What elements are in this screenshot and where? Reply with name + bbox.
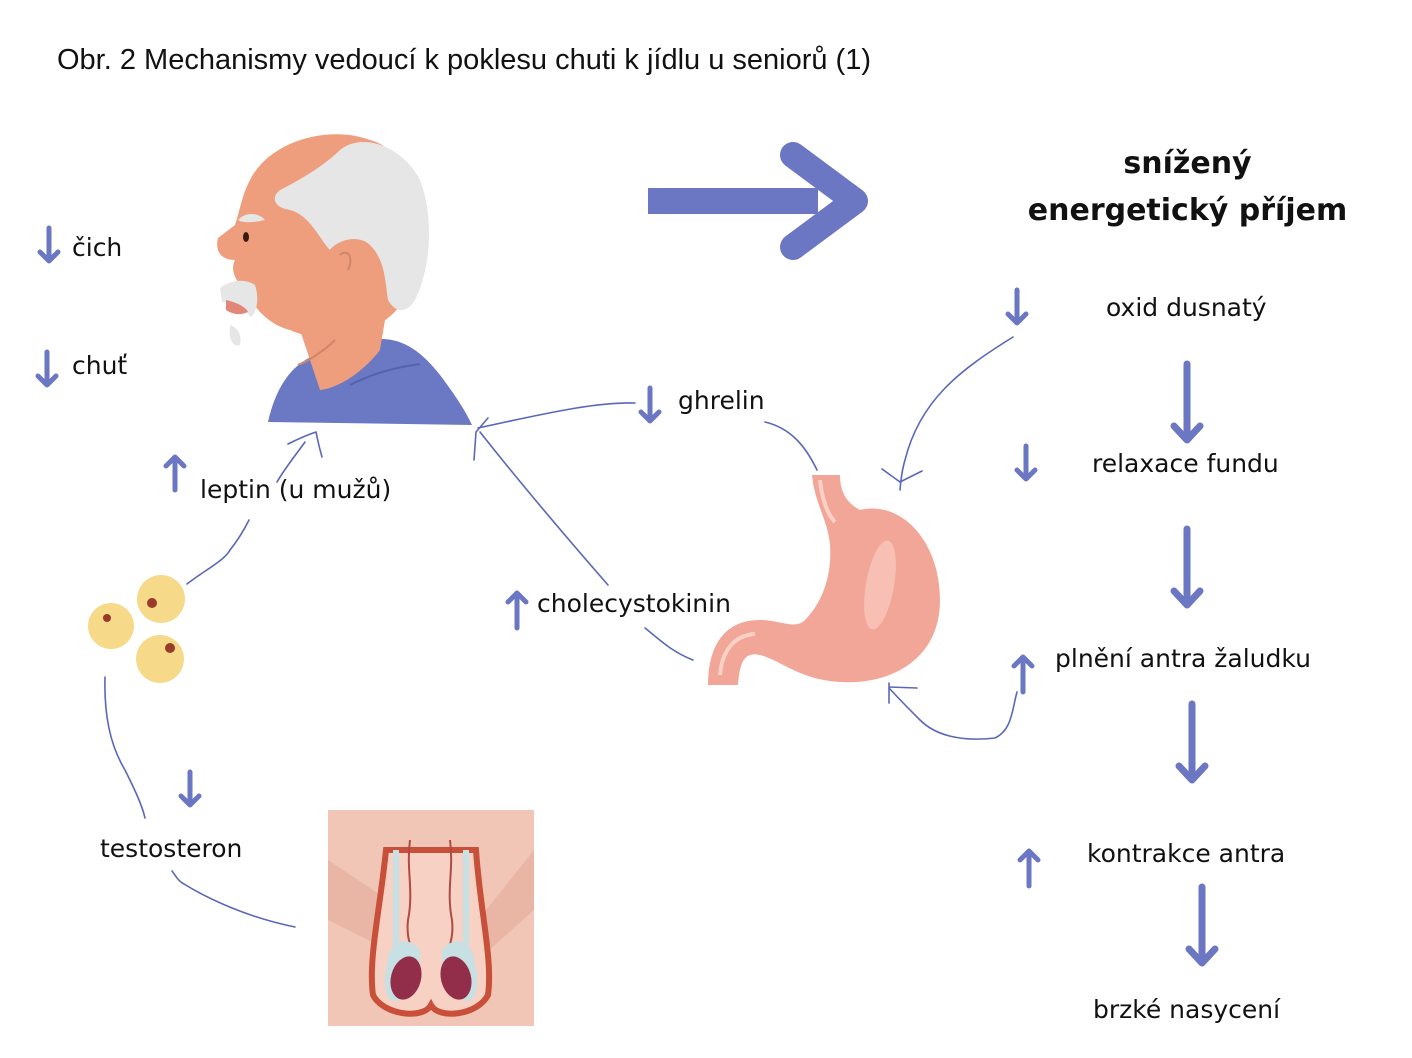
- arrow-up-icon: [1017, 848, 1041, 889]
- ghrelin-to-stomach-line: [764, 421, 818, 471]
- leptin-to-head-line: [276, 441, 306, 483]
- early-satiety-label: brzké nasycení: [1093, 995, 1281, 1024]
- arrow-up-icon: [505, 590, 529, 631]
- antrum-contraction-label: kontrakce antra: [1087, 839, 1286, 868]
- arrow-down-icon: [1005, 287, 1029, 326]
- outcome-label: snížený energetický příjem: [1010, 140, 1365, 234]
- arrow-up-icon: [1011, 654, 1035, 695]
- cholecystokinin-label: cholecystokinin: [537, 589, 731, 618]
- antrum-to-stomach-line: [889, 688, 1018, 740]
- fatcells-to-testosteron-line: [104, 676, 146, 819]
- arrow-up-icon: [163, 454, 187, 493]
- elderly-man-illustration: [217, 134, 472, 425]
- arrow-down-icon: [1014, 443, 1038, 482]
- smell-label: čich: [72, 233, 123, 262]
- flow-arrow-down-icon: [1185, 883, 1219, 967]
- antrum-arrowhead: [888, 682, 918, 704]
- ghrelin-label: ghrelin: [678, 386, 765, 415]
- no-arrowhead: [881, 468, 923, 483]
- flow-arrow-down-icon: [1170, 360, 1204, 444]
- cck-to-stomach-line: [644, 627, 694, 661]
- outcome-line-1: snížený: [1123, 146, 1252, 181]
- taste-label: chuť: [72, 351, 128, 380]
- arrow-down-icon: [178, 769, 202, 808]
- fatcells-to-leptin-line: [186, 519, 250, 585]
- testosteron-to-testes-line: [171, 870, 296, 928]
- cck-to-head-line: [479, 431, 609, 586]
- leptin-arrowhead: [287, 431, 323, 458]
- arrow-down-icon: [638, 385, 662, 424]
- no-to-stomach-line: [899, 336, 1014, 491]
- leptin-label: leptin (u mužů): [200, 475, 392, 504]
- fat-cells-illustration: [88, 575, 185, 683]
- head-arrowhead: [473, 417, 489, 461]
- arrow-down-icon: [35, 349, 59, 388]
- big-right-arrow-icon: [648, 142, 868, 260]
- stomach-illustration: [708, 475, 940, 685]
- testosterone-label: testosteron: [100, 834, 243, 863]
- flow-arrow-down-icon: [1170, 525, 1204, 609]
- antrum-filling-label: plnění antra žaludku: [1055, 644, 1311, 673]
- testes-illustration: [328, 810, 534, 1026]
- figure-title: Obr. 2 Mechanismy vedoucí k poklesu chut…: [57, 44, 871, 76]
- outcome-line-2: energetický příjem: [1027, 193, 1348, 228]
- arrow-down-icon: [37, 225, 61, 264]
- nitric-oxide-label: oxid dusnatý: [1106, 293, 1267, 322]
- flow-arrow-down-icon: [1175, 700, 1209, 784]
- fundus-relaxation-label: relaxace fundu: [1092, 449, 1279, 478]
- ghrelin-to-head-line: [477, 402, 636, 429]
